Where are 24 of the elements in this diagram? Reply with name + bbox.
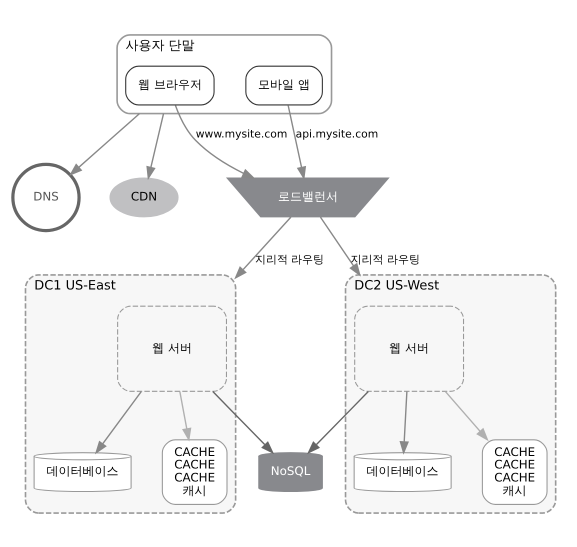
- edge-label: 지리적 라우팅: [350, 252, 420, 266]
- node-box: 모바일 앱: [245, 65, 323, 106]
- arrow: [69, 112, 140, 176]
- arrow: [234, 216, 292, 279]
- node-box: 웹 서버: [117, 305, 227, 392]
- node-box: CACHE CACHE CACHE 캐시: [482, 438, 548, 504]
- edge-label: www.mysite.com: [196, 126, 288, 140]
- edge-label: 지리적 라우팅: [254, 252, 324, 266]
- node-box: CACHE CACHE CACHE 캐시: [162, 438, 228, 504]
- arrow: [146, 112, 164, 180]
- edge-label: api.mysite.com: [296, 126, 378, 140]
- node-box: 웹 브라우저: [125, 65, 215, 106]
- arrow: [179, 390, 192, 442]
- arrow: [320, 216, 361, 276]
- arrow: [94, 390, 142, 454]
- arrow: [174, 104, 256, 178]
- node-ellipse: CDN: [109, 177, 179, 217]
- arrow: [287, 104, 306, 180]
- arrow: [400, 391, 409, 454]
- node-box: 웹 서버: [354, 305, 464, 392]
- arrow: [212, 390, 274, 454]
- node-circle: DNS: [11, 162, 81, 232]
- arrow: [307, 390, 369, 454]
- arrow: [444, 390, 489, 441]
